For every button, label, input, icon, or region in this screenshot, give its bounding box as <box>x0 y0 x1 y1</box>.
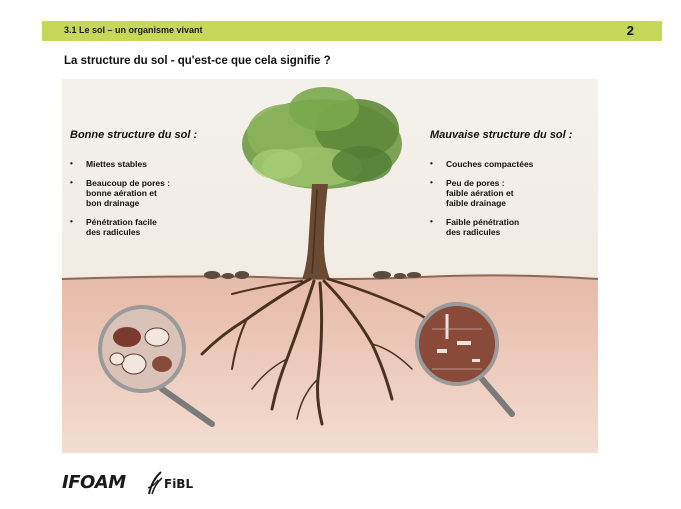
header-title: 3.1 Le sol – un organisme vivant <box>64 25 203 35</box>
fibl-leaf-icon <box>146 470 164 496</box>
ifoam-logo: IFOAM <box>62 472 126 493</box>
header-bar: 3.1 Le sol – un organisme vivant 2 <box>42 21 662 41</box>
bad-structure-heading: Mauvaise structure du sol : <box>430 129 572 141</box>
good-structure-list: Miettes stables Beaucoup de pores : bonn… <box>68 159 228 237</box>
bad-structure-list-wrap: Couches compactées Peu de pores : faible… <box>428 159 593 246</box>
soil-structure-illustration: Bonne structure du sol : Miettes stables… <box>62 79 598 453</box>
bad-structure-list: Couches compactées Peu de pores : faible… <box>428 159 593 237</box>
bad-structure-item: Couches compactées <box>428 159 593 169</box>
good-structure-list-wrap: Miettes stables Beaucoup de pores : bonn… <box>68 159 228 246</box>
slide-subtitle: La structure du sol - qu'est-ce que cela… <box>64 55 331 67</box>
good-structure-heading: Bonne structure du sol : <box>70 129 197 141</box>
bad-structure-item: Faible pénétration des radicules <box>428 217 593 237</box>
slide-number: 2 <box>627 23 634 38</box>
fibl-logo-text: FiBL <box>164 477 193 491</box>
footer-logos: IFOAM FiBL <box>62 470 262 498</box>
good-structure-item: Beaucoup de pores : bonne aération et bo… <box>68 178 228 208</box>
fibl-logo: FiBL <box>146 470 206 496</box>
bad-structure-item: Peu de pores : faible aération et faible… <box>428 178 593 208</box>
good-structure-item: Pénétration facile des radicules <box>68 217 228 237</box>
good-structure-item: Miettes stables <box>68 159 228 169</box>
